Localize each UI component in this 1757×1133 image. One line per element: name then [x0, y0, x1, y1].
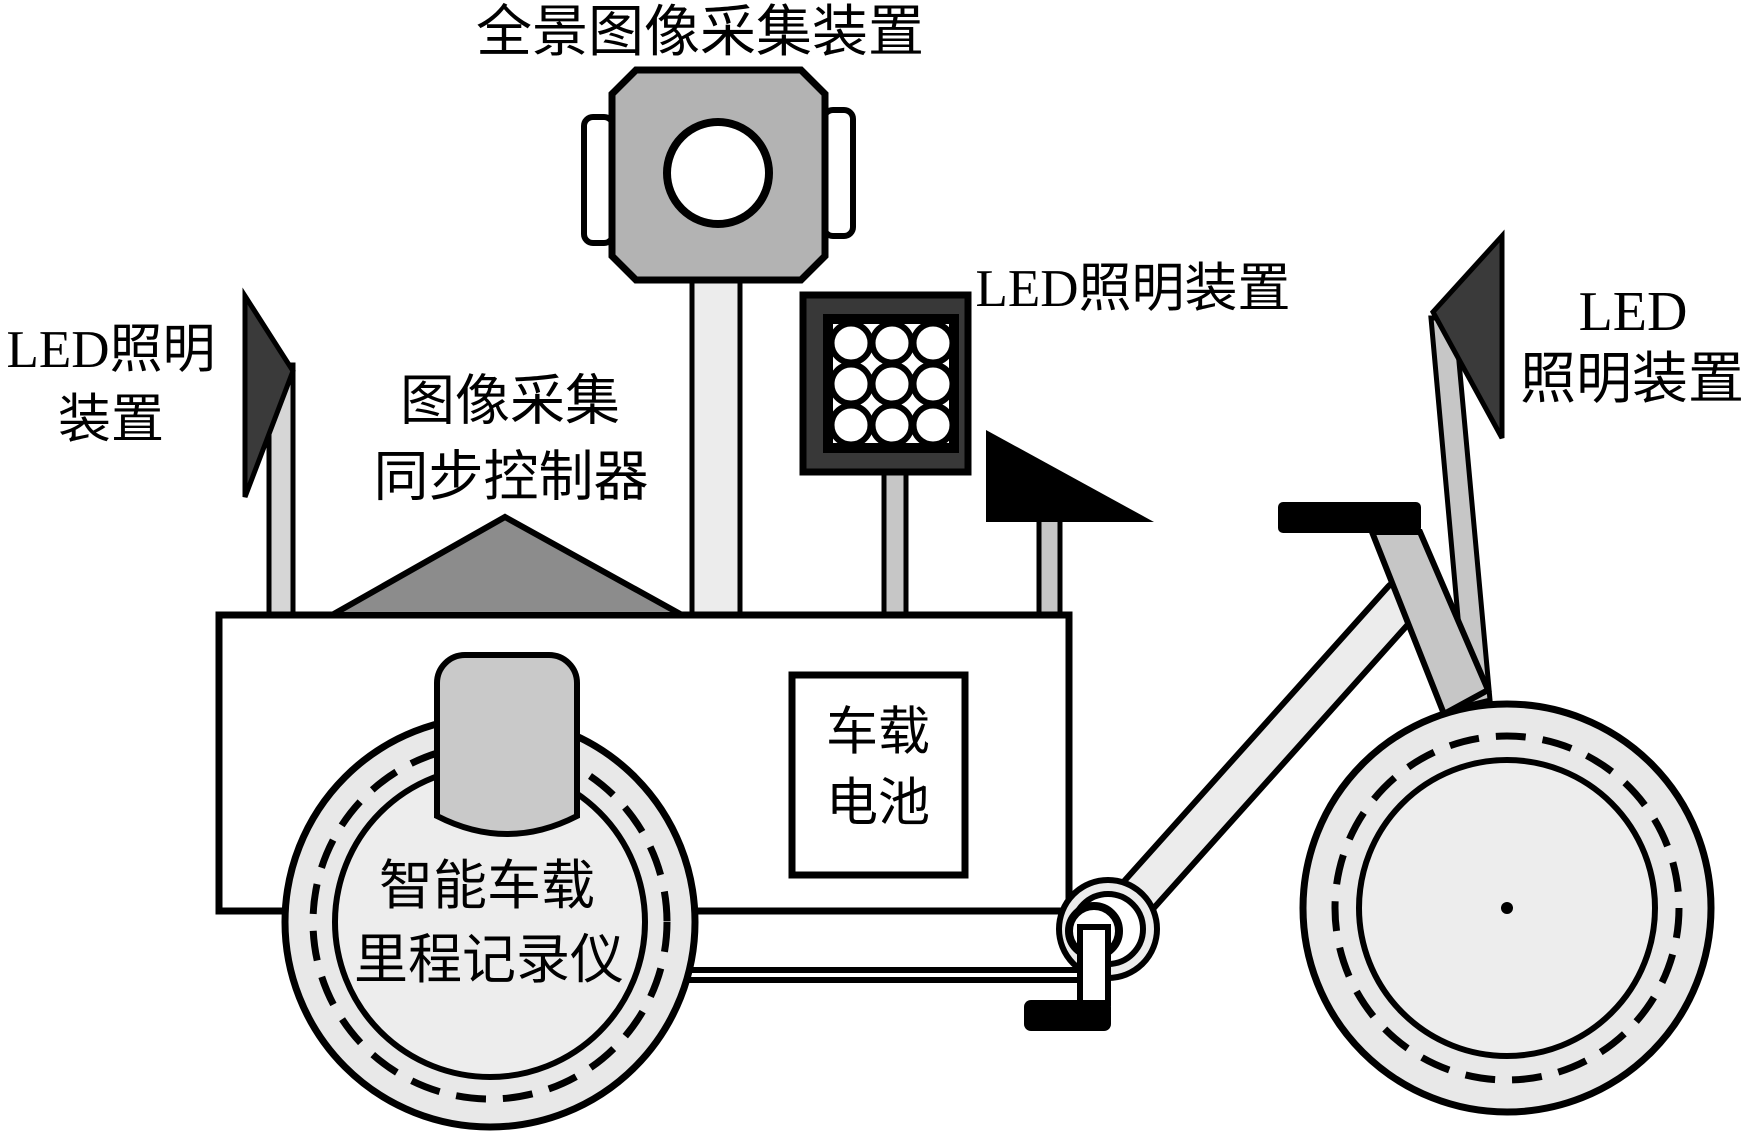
front-wheel-dashed-ring	[309, 741, 671, 1103]
chain	[600, 967, 1105, 983]
pedal	[1024, 1000, 1111, 1031]
led-bulb	[869, 320, 915, 366]
seat-wedge	[986, 430, 1154, 522]
label-led-right-line2: 照明装置	[1520, 349, 1744, 411]
label-led-left-line1: LED照明	[6, 321, 215, 379]
led-bulb	[828, 402, 874, 448]
sync-controller-triangle	[320, 513, 694, 618]
right-led-flag	[1429, 229, 1505, 440]
odometer-label-line1: 智能车载	[379, 856, 595, 916]
led-bulb-grid	[828, 320, 956, 448]
crank-arm	[1077, 924, 1111, 1006]
led-bulb	[869, 402, 915, 448]
battery-label-line2: 电池	[826, 776, 930, 833]
camera-mast-pole	[689, 271, 743, 618]
label-led-mid: LED照明装置	[975, 260, 1290, 318]
chain-line-top	[600, 967, 1105, 973]
led-bulb	[828, 320, 874, 366]
led-bulb	[828, 361, 874, 407]
left-led-flag	[242, 287, 296, 498]
labels-group: 全景图像采集装置 LED照明 装置 图像采集 同步控制器 LED照明装置 LED…	[6, 2, 1744, 508]
crank-assembly	[1024, 877, 1160, 1031]
label-sync-controller-line2: 同步控制器	[373, 447, 648, 508]
rear-wheel-axle-dot	[1501, 902, 1513, 914]
odometer-cylinder	[434, 652, 580, 837]
title-panoramic-camera: 全景图像采集装置	[476, 2, 924, 64]
battery-label-line1: 车载	[826, 705, 930, 762]
camera-lens	[663, 118, 773, 228]
rear-frame-tube	[1095, 577, 1426, 941]
led-bulb	[869, 361, 915, 407]
label-led-left-line2: 装置	[58, 391, 164, 449]
rear-wheel-dashed-ring	[1331, 732, 1683, 1084]
bike-saddle	[1278, 502, 1421, 533]
front-wheel: 智能车载 里程记录仪	[281, 652, 699, 1131]
led-bulb	[910, 402, 956, 448]
battery-box: 车载 电池	[788, 671, 969, 879]
label-led-right-line1: LED	[1579, 281, 1688, 343]
odometer-label-line2: 里程记录仪	[354, 930, 624, 990]
seat-pole	[1036, 515, 1063, 618]
led-bulb	[910, 320, 956, 366]
panoramic-camera	[581, 66, 856, 284]
led-bulb	[910, 361, 956, 407]
rear-wheel	[1299, 700, 1715, 1116]
led-panel-pole	[881, 465, 909, 618]
rear-frame-tube-fill	[1101, 583, 1420, 935]
battery-box-outline	[788, 671, 969, 879]
chain-line-bottom	[600, 977, 1105, 983]
label-sync-controller-line1: 图像采集	[400, 371, 620, 432]
led-panel	[799, 291, 972, 476]
